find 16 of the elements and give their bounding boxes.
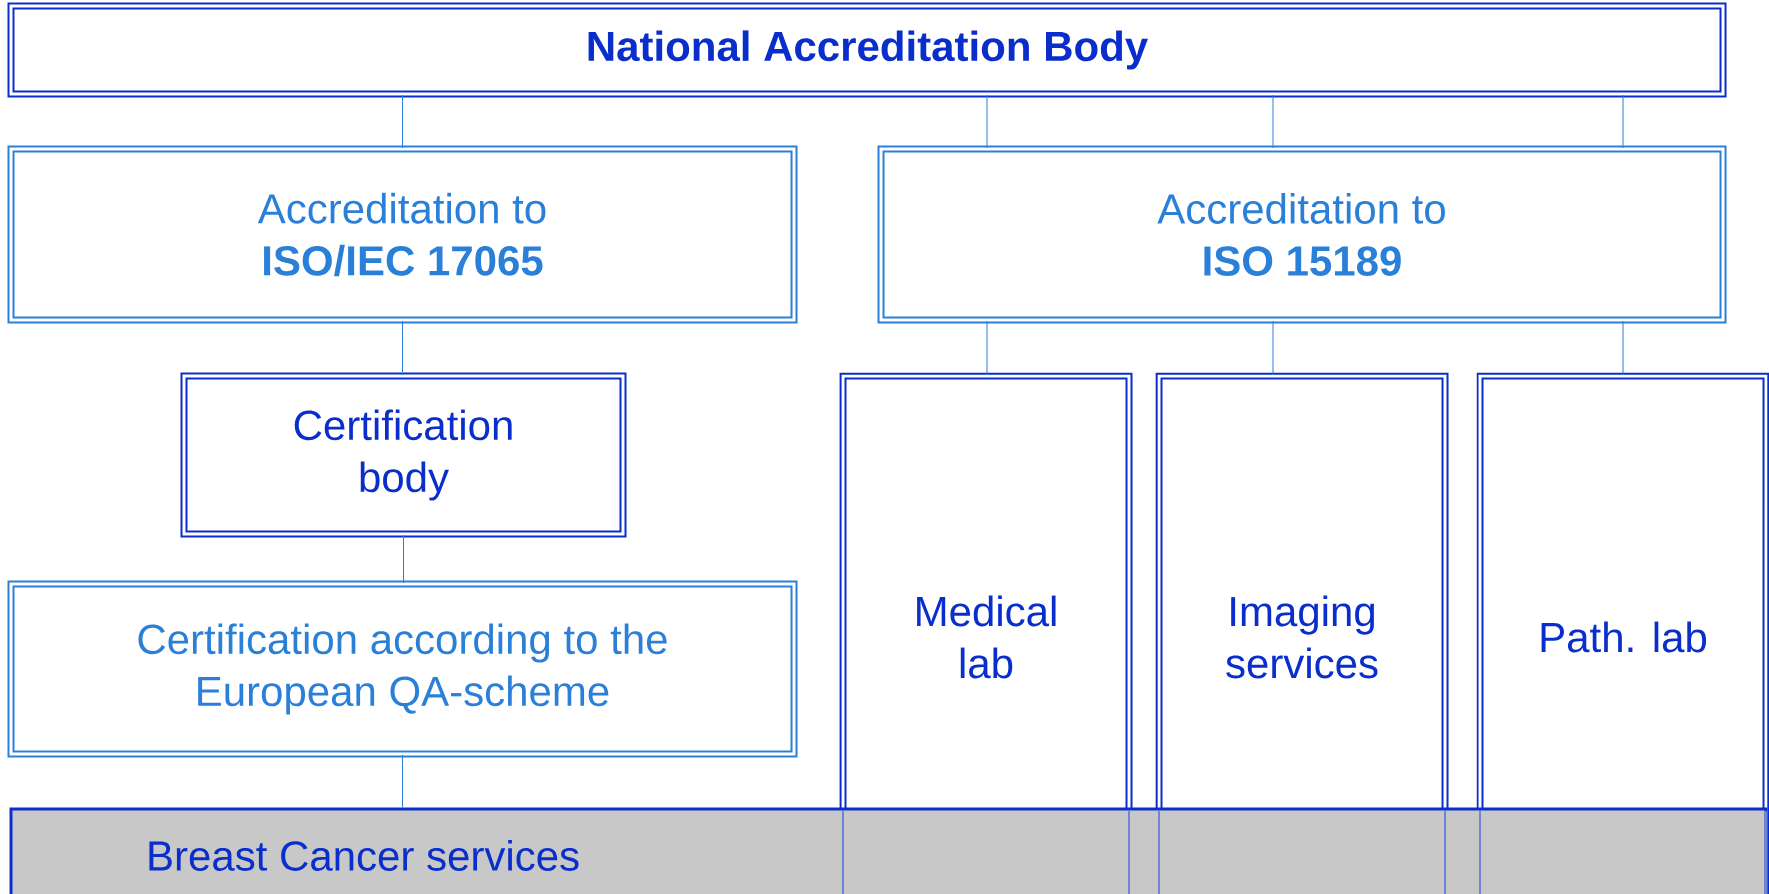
standard-box: Accreditation to ISO/IEC 17065 [7, 145, 798, 324]
header-box: National Accreditation Body [7, 2, 1727, 98]
connector-line [402, 94, 403, 149]
services-band: Breast Cancer services [9, 807, 1768, 894]
connector-line [986, 94, 988, 149]
certification-box: Certification according to the European QA-scheme [7, 580, 798, 758]
connector-line [1272, 94, 1274, 149]
connector-line [1622, 320, 1624, 376]
connector-line [986, 320, 988, 376]
connector-line [402, 754, 403, 808]
standard-box: Accreditation to ISO 15189 [877, 145, 1727, 324]
connector-line [403, 534, 404, 584]
body-box: Certification body [180, 372, 627, 538]
connector-line [1622, 94, 1624, 149]
connector-line [402, 320, 403, 376]
connector-line [1272, 320, 1274, 376]
